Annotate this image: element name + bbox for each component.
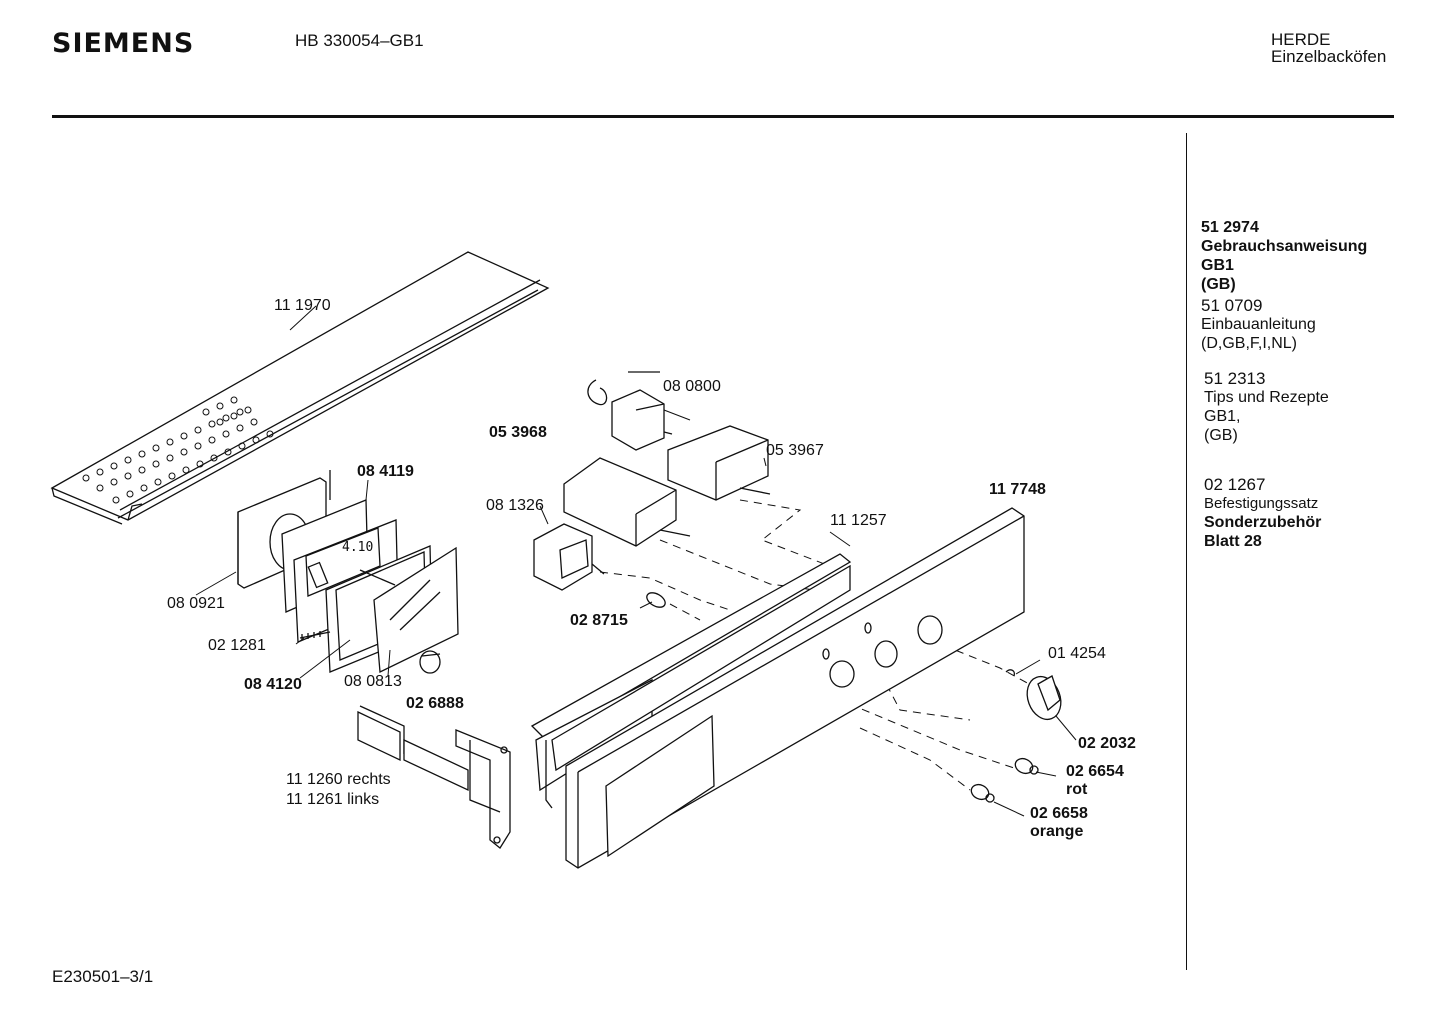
part-label-111970: 11 1970 (274, 297, 331, 314)
sidebar-item-extra: (GB) (1201, 276, 1236, 293)
part-label-053968: 05 3968 (489, 424, 547, 441)
sidebar-item-2: 51 0709 Einbauanleitung (D,GB,F,I,NL) (1201, 296, 1316, 353)
sidebar-item-4: 02 1267 Befestigungssatz Sonderzubehör B… (1204, 475, 1321, 551)
sidebar-item-extra: Sonderzubehör (1204, 514, 1322, 531)
part-label-026654: 02 6654 (1066, 763, 1124, 780)
part-label-111257: 11 1257 (830, 512, 887, 529)
display-reading: 4.10 (342, 540, 374, 555)
sidebar-item-number: 02 1267 (1204, 475, 1266, 494)
part-label-080813: 08 0813 (344, 673, 402, 690)
part-label-117748: 11 7748 (989, 481, 1046, 498)
part-label-111261: 11 1261 links (286, 791, 380, 808)
sidebar-item-extra: GB1 (1201, 257, 1234, 274)
sidebar-item-3: 51 2313 Tips und Rezepte GB1, (GB) (1204, 369, 1329, 445)
part-label-084119: 08 4119 (357, 463, 414, 480)
leader-lines (195, 305, 1077, 817)
exploded-parts-drawing (50, 251, 1077, 869)
inner-panel-part (530, 553, 852, 809)
part-label-022032: 02 2032 (1078, 735, 1136, 752)
part-label-026658: 02 6658 (1030, 805, 1088, 822)
sidebar-item-number: 51 2974 (1201, 219, 1259, 236)
part-label-028715: 02 8715 (570, 612, 628, 629)
drawing-reference: E230501–3/1 (52, 967, 154, 986)
part-label-084120: 08 4120 (244, 676, 302, 693)
part-label-026654-color: rot (1066, 781, 1088, 798)
control-knob-part (1026, 675, 1062, 721)
small-knob (419, 650, 441, 674)
sidebar-item-extra: GB1, (1204, 408, 1241, 425)
selector-switch-part-a (667, 425, 771, 501)
sidebar-item-1: 51 2974 Gebrauchsanweisung GB1 (GB) (1201, 218, 1367, 294)
sidebar-item-extra: (GB) (1204, 427, 1238, 444)
category-line-2: Einzelbacköfen (1271, 47, 1387, 66)
sidebar-item-text: Einbauanleitung (1201, 316, 1316, 333)
part-label-026888: 02 6888 (406, 695, 464, 712)
clip-part (1005, 669, 1016, 677)
model-number: HB 330054–GB1 (295, 31, 424, 50)
signal-lamp-orange (970, 783, 995, 803)
sidebar-divider (1186, 133, 1187, 970)
control-panel-part (565, 507, 1025, 869)
part-label-026658-color: orange (1030, 823, 1084, 840)
part-label-081326: 08 1326 (486, 497, 544, 514)
part-label-021281: 02 1281 (208, 637, 266, 654)
sidebar-item-number: 51 2313 (1204, 369, 1266, 388)
selector-switch-part-b (563, 457, 691, 547)
sidebar-item-extra: Blatt 28 (1204, 533, 1262, 550)
thermostat-part (587, 371, 673, 451)
header-divider (52, 115, 1394, 118)
energy-regulator-part (533, 523, 605, 591)
vent-holes (82, 396, 274, 504)
clock-display-assembly (237, 470, 459, 674)
brand-logo: SIEMENS (52, 28, 195, 59)
signal-lamp-red (1014, 757, 1039, 775)
sidebar-item-text: Gebrauchsanweisung (1201, 238, 1368, 255)
part-label-111260: 11 1260 rechts (286, 771, 391, 788)
sidebar-item-text: Tips und Rezepte (1204, 389, 1329, 406)
category: HERDE Einzelbacköfen (1271, 31, 1386, 65)
part-label-080921: 08 0921 (167, 595, 225, 612)
top-cover-part (50, 251, 550, 525)
part-label-053967: 05 3967 (766, 442, 824, 459)
sidebar-item-extra: (D,GB,F,I,NL) (1201, 335, 1298, 352)
indicator-lamp-part (646, 592, 666, 608)
side-rail-part (357, 705, 511, 849)
sidebar-item-text: Befestigungssatz (1204, 495, 1319, 512)
part-label-080800: 08 0800 (663, 378, 721, 395)
category-line-1: HERDE (1271, 30, 1331, 49)
sidebar-item-number: 51 0709 (1201, 296, 1263, 315)
part-label-014254: 01 4254 (1048, 645, 1106, 662)
